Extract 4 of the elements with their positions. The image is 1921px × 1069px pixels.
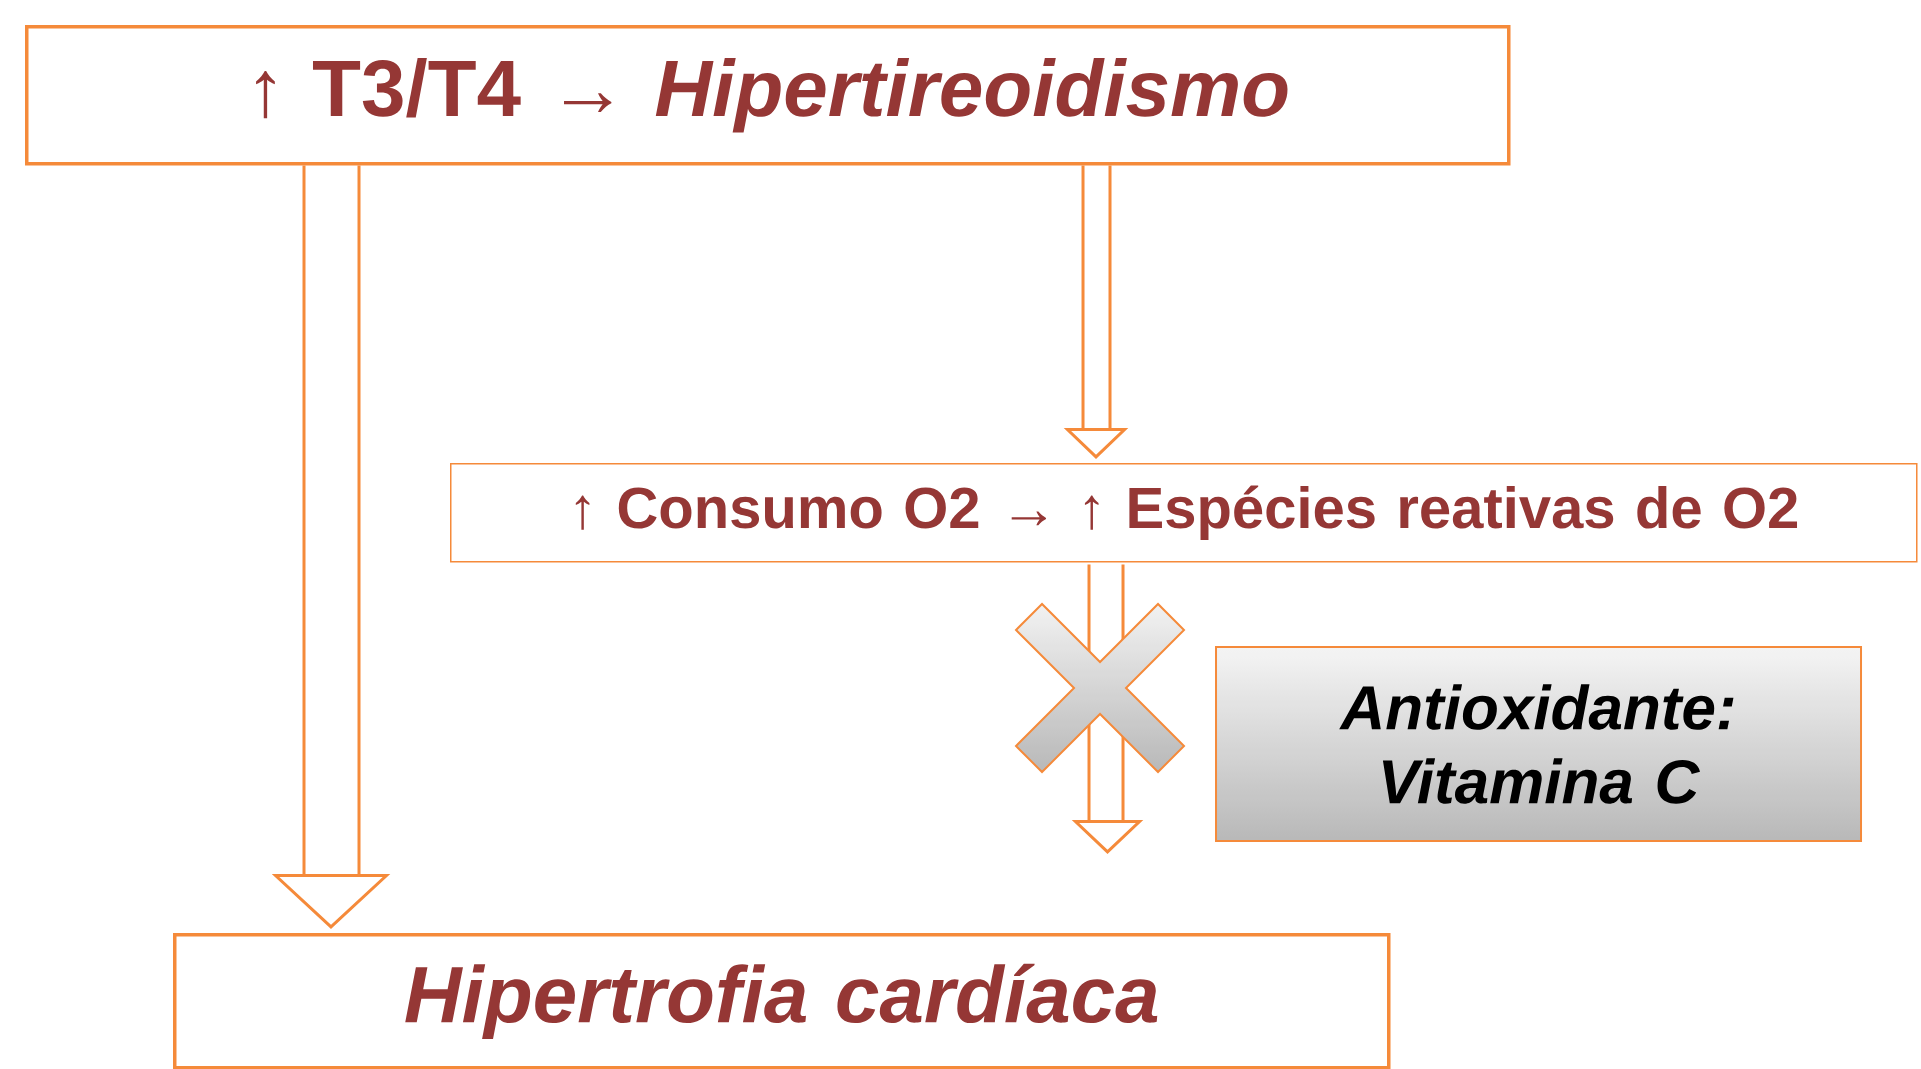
note-box: Antioxidante: Vitamina C (1215, 646, 1862, 842)
process-box: ↑ Consumo O2 → ↑ Espécies reativas de O2 (450, 463, 1918, 563)
process-box: ↑ T3/T4 → Hipertireoidismo (25, 25, 1511, 166)
process-box: Hipertrofia cardíaca (173, 933, 1391, 1069)
